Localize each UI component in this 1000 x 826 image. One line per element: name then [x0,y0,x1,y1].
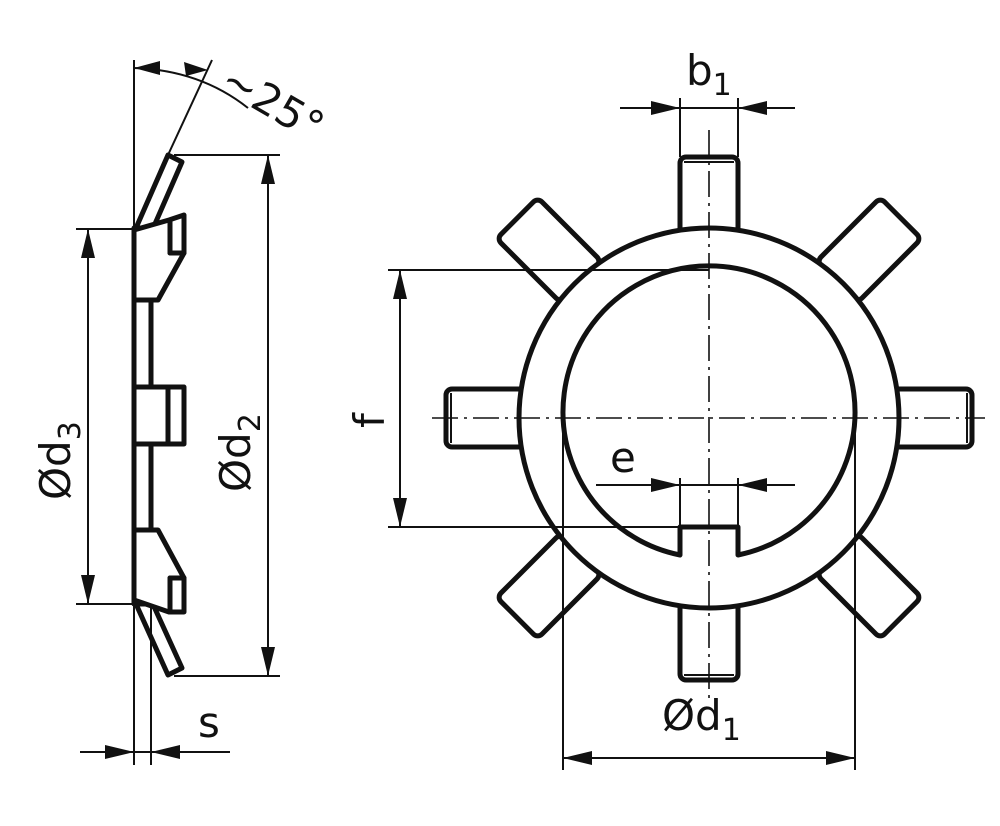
center-lines [432,130,985,700]
b1-label: b1 [686,46,732,103]
side-tab-lower [131,527,187,615]
f-label: f [345,412,394,428]
side-dimensions [76,59,280,765]
svg-text:f: f [345,412,394,428]
angle-label: ~25° [213,54,332,151]
side-view [131,152,187,678]
d1-label: Ød1 [662,691,741,748]
svg-text:Ød2: Ød2 [211,413,268,492]
s-label: s [198,698,220,747]
d3-label: Ød3 [31,421,88,500]
side-tab-middle [131,384,187,447]
svg-text:Ød3: Ød3 [31,421,88,500]
d2-label: Ød2 [211,413,268,492]
side-tab-upper [131,212,187,303]
e-label: e [610,433,636,482]
front-dimensions [388,98,856,770]
